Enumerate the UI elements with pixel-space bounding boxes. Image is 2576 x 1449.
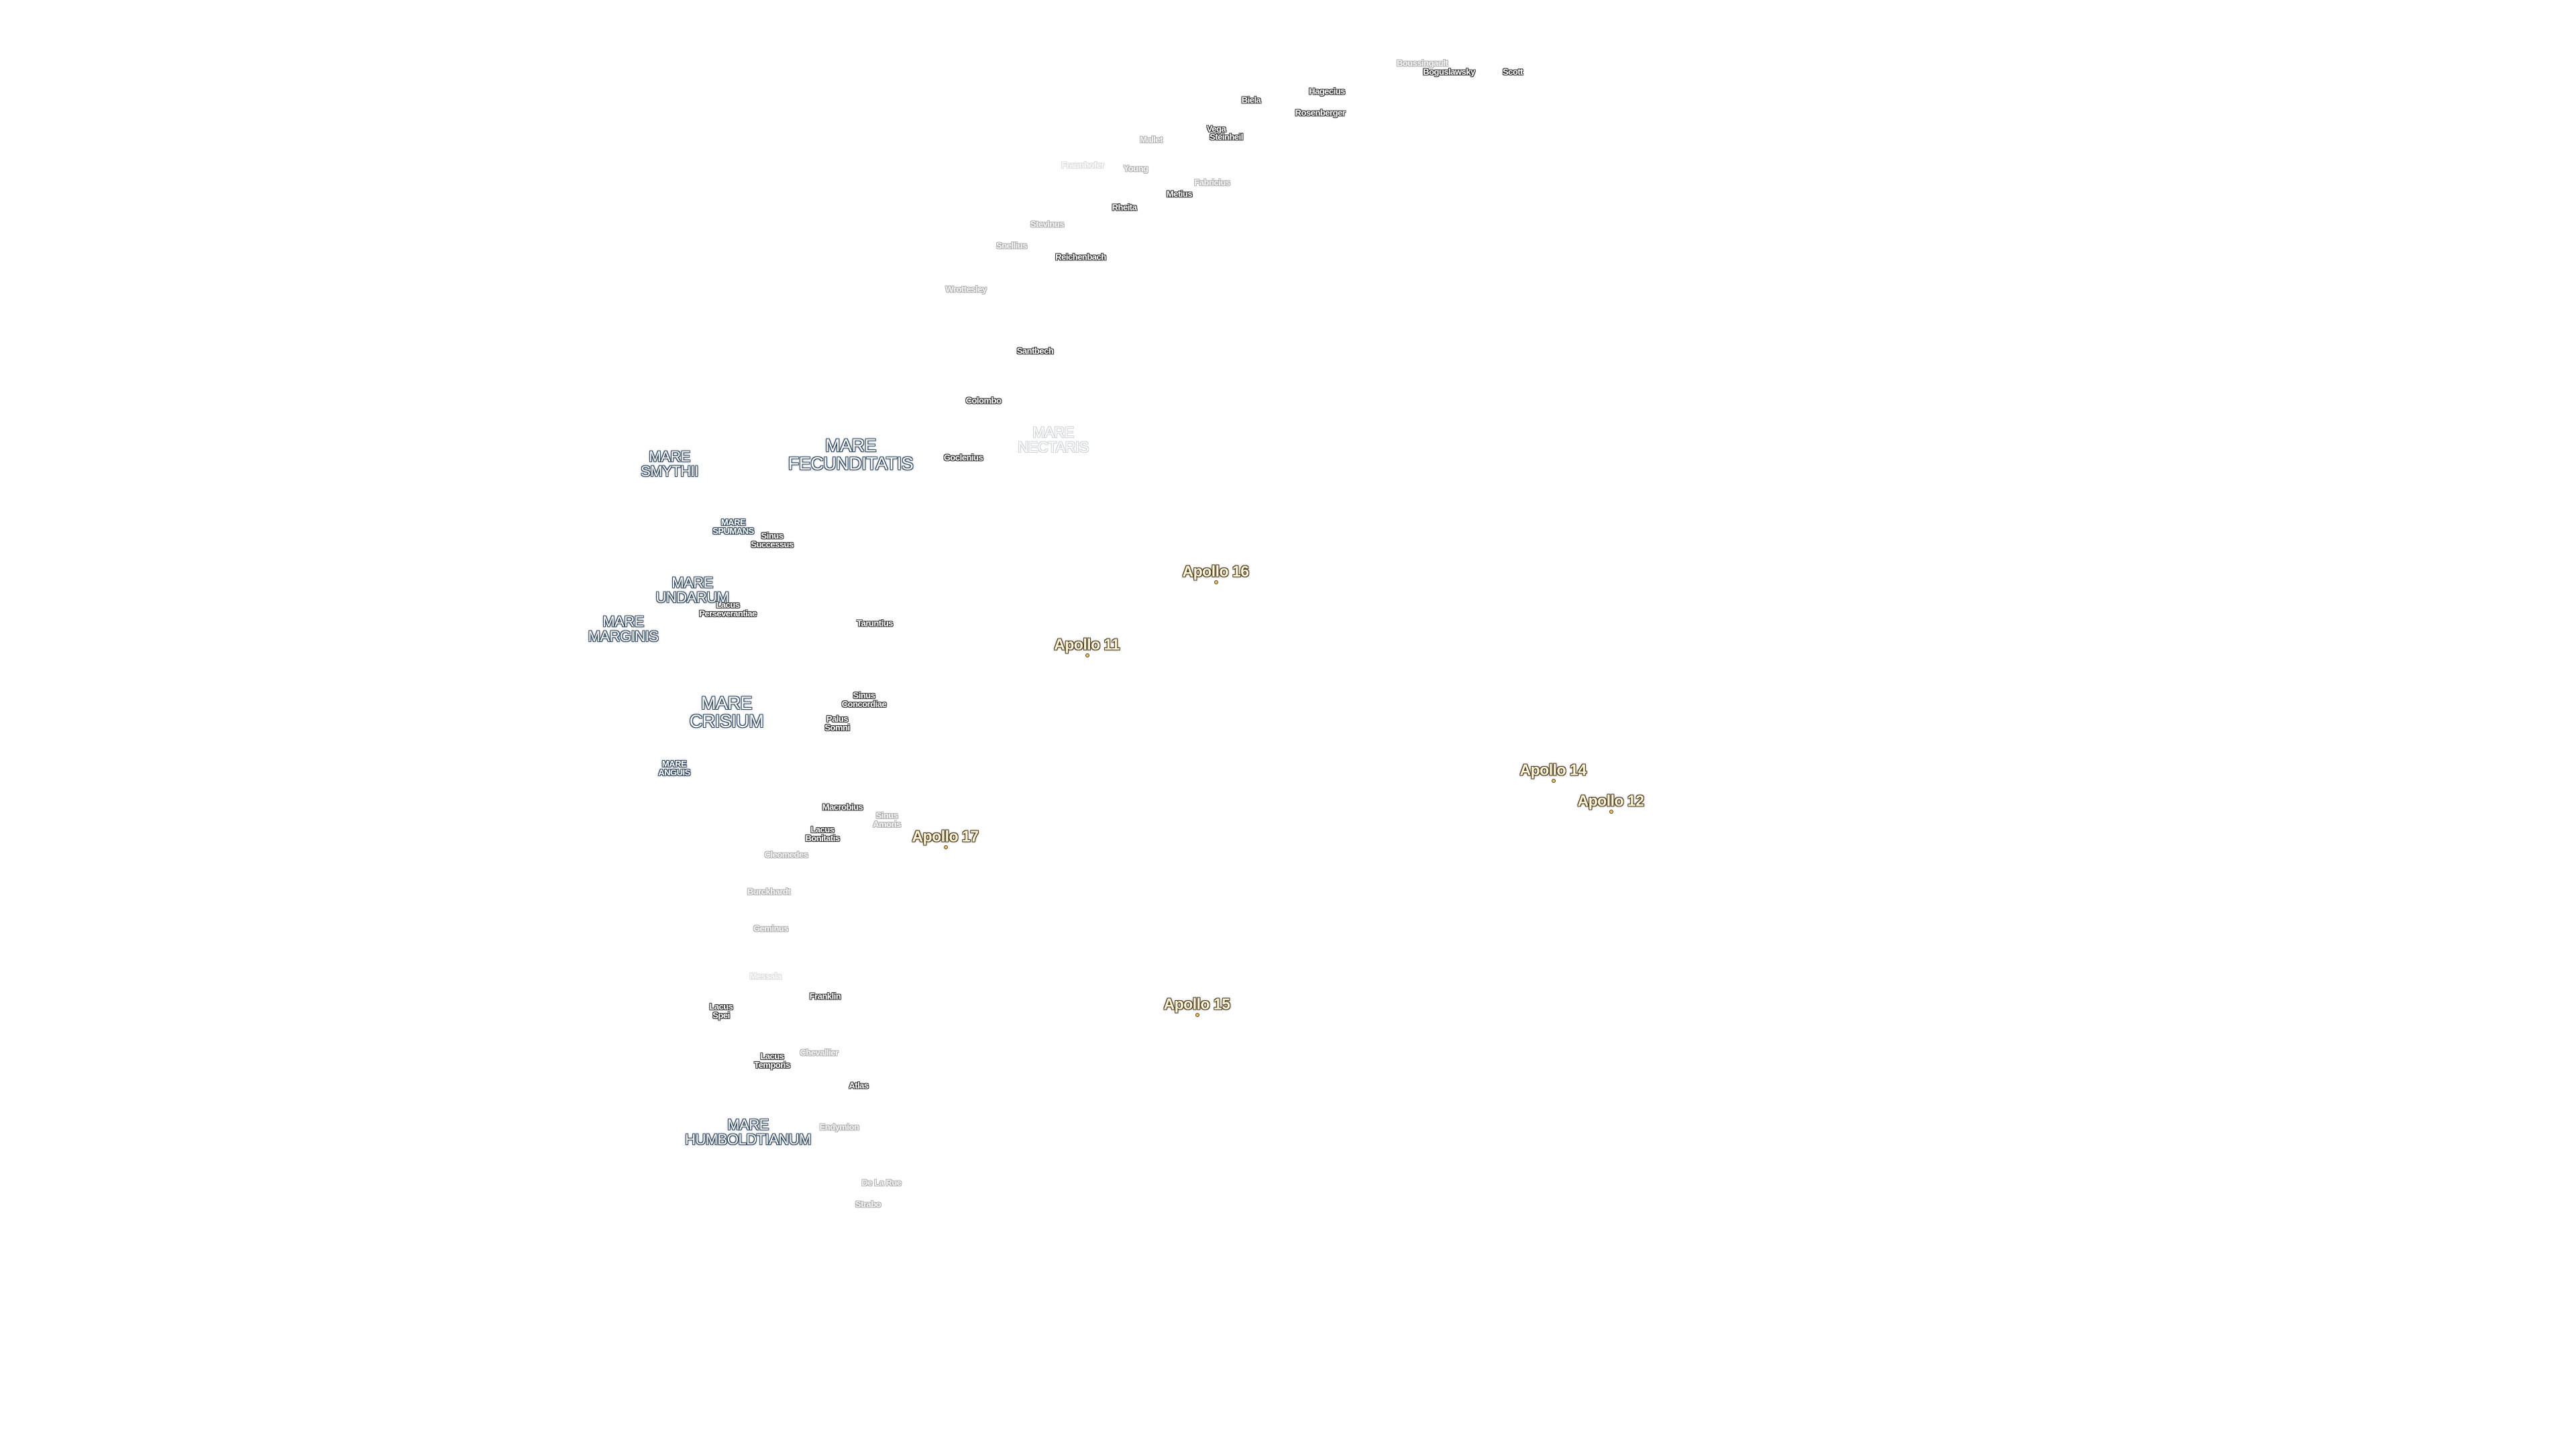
feature-label-sinus-amoris: Sinus Amoris xyxy=(873,810,901,829)
feature-label-metius: Metius xyxy=(1166,189,1193,199)
apollo-site-label-apollo-11[interactable]: Apollo 11 xyxy=(1054,635,1120,653)
apollo-site-label-apollo-17[interactable]: Apollo 17 xyxy=(912,827,979,845)
mare-label-mare-fecunditatis: MARE FECUNDITATIS xyxy=(788,435,914,474)
feature-label-macrobius: Macrobius xyxy=(822,802,863,812)
landing-site-marker[interactable] xyxy=(1609,810,1613,814)
feature-label-lacus-bonitatis: Lacus Bonitatis xyxy=(805,824,840,843)
apollo-site-label-apollo-12[interactable]: Apollo 12 xyxy=(1577,792,1644,810)
feature-label-atlas: Atlas xyxy=(849,1080,869,1091)
feature-label-goclenius: Goclenius xyxy=(943,452,983,463)
feature-label-boguslawsky: Boguslawsky xyxy=(1423,66,1475,77)
feature-label-endymion: Endymion xyxy=(819,1122,859,1132)
mare-label-mare-anguis: MARE ANGUIS xyxy=(658,759,690,777)
mare-label-mare-spumans: MARE SPUMANS xyxy=(712,517,754,536)
feature-label-geminus: Geminus xyxy=(753,923,789,934)
mare-label-mare-humboldtianum: MARE HUMBOLDTIANUM xyxy=(685,1116,811,1148)
mare-label-mare-crisium: MARE CRISIUM xyxy=(689,693,764,731)
feature-label-de-la-rue: De La Rue xyxy=(861,1177,902,1188)
feature-label-hagecius: Hagecius xyxy=(1309,86,1345,97)
feature-label-boussingault: Boussingault xyxy=(1396,58,1448,68)
feature-label-rheita: Rheita xyxy=(1112,202,1137,213)
feature-label-vega: Vega xyxy=(1206,123,1226,134)
apollo-site-label-apollo-14[interactable]: Apollo 14 xyxy=(1519,761,1587,779)
feature-label-taruntius: Taruntius xyxy=(857,618,893,629)
feature-label-messala: Messala xyxy=(749,971,782,981)
feature-label-santbech: Santbech xyxy=(1016,345,1054,356)
mare-label-mare-undarum: MARE UNDARUM xyxy=(655,574,729,606)
mare-label-mare-smythii: MARE SMYTHII xyxy=(641,448,698,480)
feature-label-rosenberger: Rosenberger xyxy=(1295,107,1346,118)
feature-label-biela: Biela xyxy=(1241,95,1261,105)
apollo-site-label-apollo-15[interactable]: Apollo 15 xyxy=(1163,995,1230,1013)
feature-label-lacus-perseverantiae: Lacus Perseverantiae xyxy=(699,600,757,619)
feature-label-fraunhofer: Fraunhofer xyxy=(1061,160,1104,170)
landing-site-marker[interactable] xyxy=(944,845,948,849)
feature-label-chevallier: Chevallier xyxy=(800,1047,839,1058)
feature-label-sinus-successus: Sinus Successus xyxy=(751,531,794,549)
apollo-site-label-apollo-16[interactable]: Apollo 16 xyxy=(1182,562,1249,580)
feature-label-strabo: Strabo xyxy=(855,1199,881,1210)
feature-label-wrottesley: Wrottesley xyxy=(945,284,987,294)
feature-label-palus-somni: Palus Somni xyxy=(824,714,850,733)
feature-label-fabricius: Fabricius xyxy=(1194,177,1230,188)
feature-label-lacus-temporis: Lacus Temporis xyxy=(754,1051,790,1070)
feature-label-sinus-concordiae: Sinus Concordiae xyxy=(841,690,887,709)
feature-label-mallet: Mallet xyxy=(1140,134,1163,145)
mare-label-mare-marginis: MARE MARGINIS xyxy=(588,613,659,645)
landing-site-marker[interactable] xyxy=(1214,580,1218,584)
landing-site-marker[interactable] xyxy=(1085,653,1089,657)
feature-label-snellius: Snellius xyxy=(996,240,1027,251)
feature-label-stevinus: Stevinus xyxy=(1030,219,1065,229)
feature-label-young: Young xyxy=(1123,163,1148,174)
feature-label-lacus-spei: Lacus Spei xyxy=(709,1002,733,1020)
feature-label-steinheil: Steinheil xyxy=(1210,131,1243,142)
mare-label-mare-nectaris: MARE NECTARIS xyxy=(1018,424,1089,455)
feature-label-burckhardt: Burckhardt xyxy=(747,886,791,897)
landing-site-marker[interactable] xyxy=(1195,1013,1199,1017)
feature-label-colombo: Colombo xyxy=(965,395,1002,406)
landing-site-marker[interactable] xyxy=(1552,779,1556,783)
feature-label-scott: Scott xyxy=(1503,66,1523,77)
feature-label-cleomedes: Cleomedes xyxy=(764,849,808,860)
feature-label-franklin: Franklin xyxy=(809,991,841,1002)
feature-label-reichenbach: Reichenbach xyxy=(1055,252,1106,262)
